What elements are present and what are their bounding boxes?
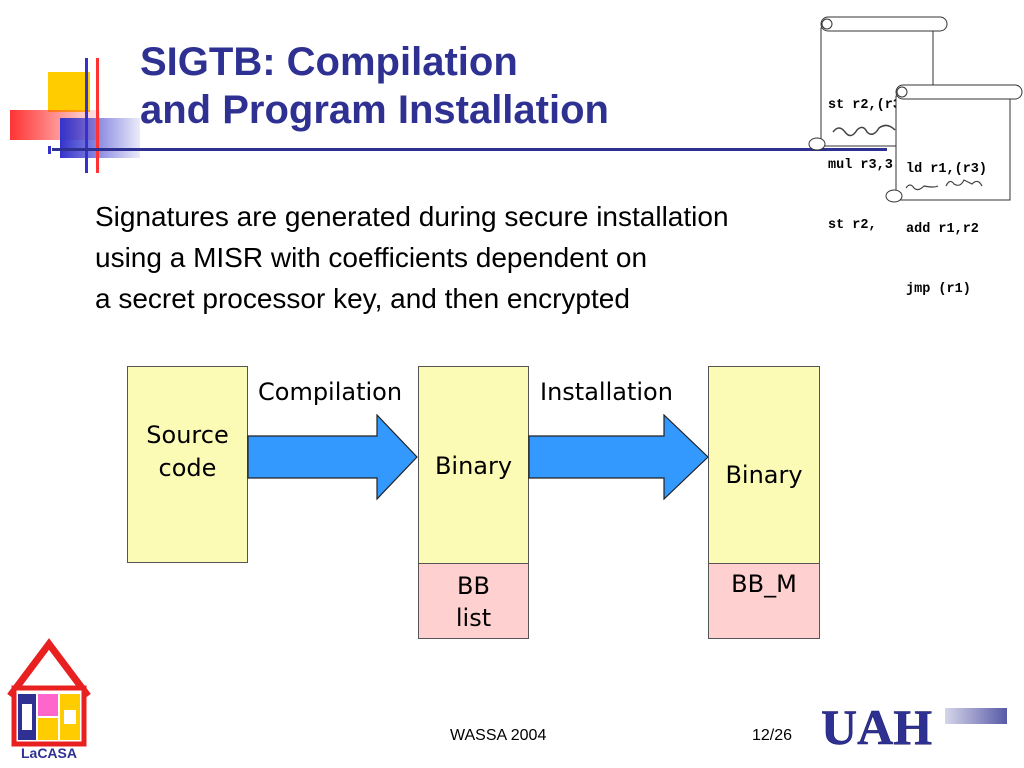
bb-list-label-2: list [455, 604, 492, 632]
scroll-front-line-3: jmp (r1) [906, 282, 971, 297]
title-line-1: SIGTB: Compilation [140, 40, 518, 84]
installation-label: Installation [540, 378, 673, 406]
scroll-front-line-1: ld r1,(r3) [906, 162, 988, 177]
lacasa-logo-text: LaCASA [21, 745, 77, 761]
bb-m-label: BB_M [731, 570, 797, 598]
compilation-label: Compilation [258, 378, 403, 406]
compilation-arrow [247, 414, 418, 500]
footer-conference: WASSA 2004 [450, 727, 547, 744]
source-code-label-2: code [158, 454, 217, 482]
uah-logo-text: UAH [821, 700, 932, 752]
footer-page-number: 12/26 [752, 727, 793, 744]
bb-m-box: BB_M [708, 563, 820, 639]
binary-box: Binary [418, 366, 529, 564]
corner-decoration [10, 58, 140, 173]
lacasa-logo: LaCASA [7, 638, 91, 761]
scroll-back-line-1: st r2,(r3) [828, 98, 910, 113]
page-title: SIGTB: Compilation and Program Installat… [140, 38, 609, 134]
scroll-front-shape [885, 84, 1023, 203]
title-underline [52, 148, 887, 151]
bb-list-label-1: BB [457, 572, 490, 600]
body-line-3: a secret processor key, and then encrypt… [95, 283, 630, 314]
source-code-label-1: Source [146, 421, 229, 449]
code-scroll-front: ld r1,(r3) add r1,r2 jmp (r1) [882, 82, 1024, 297]
body-paragraph: Signatures are generated during secure i… [95, 196, 729, 319]
scroll-front-line-2: add r1,r2 [906, 222, 979, 237]
binary-label-2: Binary [725, 461, 803, 489]
title-line-2: and Program Installation [140, 88, 609, 132]
body-line-2: using a MISR with coefficients dependent… [95, 242, 648, 273]
binary-box-2: Binary [708, 366, 820, 564]
source-code-box: Source code [127, 366, 248, 563]
uah-logo: UAH [821, 700, 1007, 752]
bb-list-box: BB list [418, 563, 529, 639]
binary-label: Binary [434, 452, 513, 480]
installation-arrow [528, 414, 709, 500]
body-line-1: Signatures are generated during secure i… [95, 201, 729, 232]
scroll-back-line-2: mul r3,3 [828, 158, 893, 173]
scroll-back-line-3: st r2, [828, 218, 877, 233]
